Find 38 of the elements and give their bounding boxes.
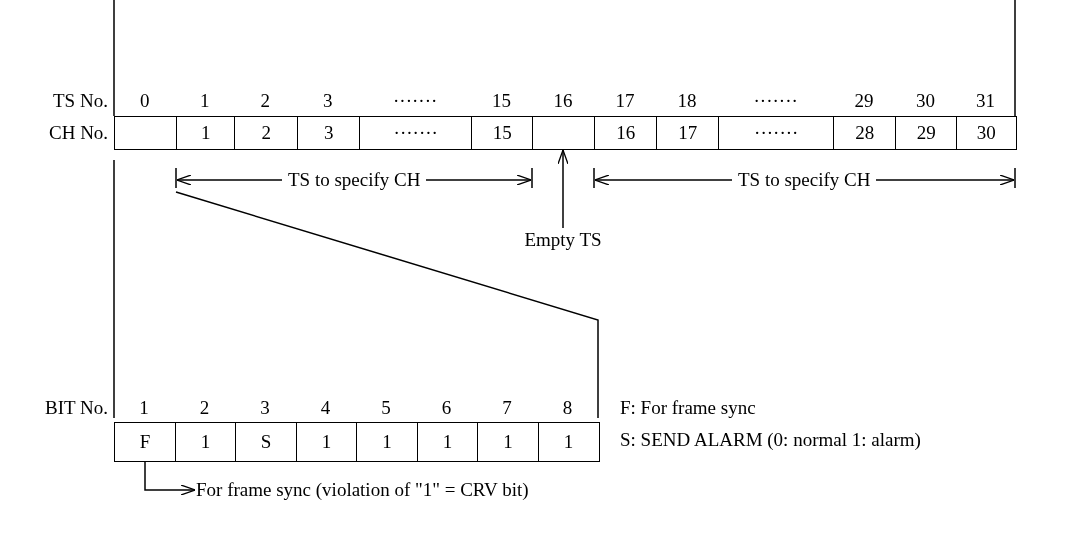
channel-cell: ·······	[718, 116, 835, 150]
bit-cell: 1	[356, 422, 418, 462]
channel-cell: ·······	[359, 116, 473, 150]
channel-cell: 1	[176, 116, 236, 150]
bit-number: 3	[260, 397, 270, 419]
channel-cell: 2	[234, 116, 299, 150]
leader-arrow	[144, 461, 196, 496]
channel-cell: 15	[471, 116, 534, 150]
bit-cell: 1	[416, 422, 479, 462]
bit-cell: F	[114, 422, 176, 462]
dimension-label: TS to specify CH	[282, 169, 427, 191]
channel-cell: 30	[956, 116, 1017, 150]
row-heading: CH No.	[49, 122, 109, 144]
bit-cell: 1	[537, 422, 600, 462]
note-text: S: SEND ALARM (0: normal 1: alarm)	[620, 429, 921, 451]
bit-number: 4	[320, 397, 331, 419]
callout-text: Empty TS	[513, 228, 613, 252]
dimension-label: TS to specify CH	[732, 169, 877, 191]
channel-cell: 16	[594, 116, 658, 150]
channel-cell: 29	[895, 116, 958, 150]
callout-text: For frame sync (violation of "1" = CRV bit)	[196, 478, 616, 502]
row-heading: TS No.	[53, 90, 108, 112]
bit-cell: 1	[174, 422, 237, 462]
channel-cell: 3	[297, 116, 361, 150]
row-heading: BIT No.	[45, 397, 108, 419]
channel-cell: 28	[833, 116, 897, 150]
bit-cell: S	[235, 422, 297, 462]
leader-arrow	[557, 149, 569, 229]
note-text: F: For frame sync	[620, 397, 756, 419]
bit-cell: 1	[477, 422, 539, 462]
bit-number: 1	[139, 397, 149, 419]
bit-number: 6	[441, 397, 452, 419]
bit-number: 7	[502, 397, 512, 419]
bit-number: 8	[562, 397, 573, 419]
bit-cell: 1	[295, 422, 358, 462]
bit-number: 2	[199, 397, 210, 419]
channel-cell: 17	[656, 116, 720, 150]
bit-number: 5	[381, 397, 391, 419]
